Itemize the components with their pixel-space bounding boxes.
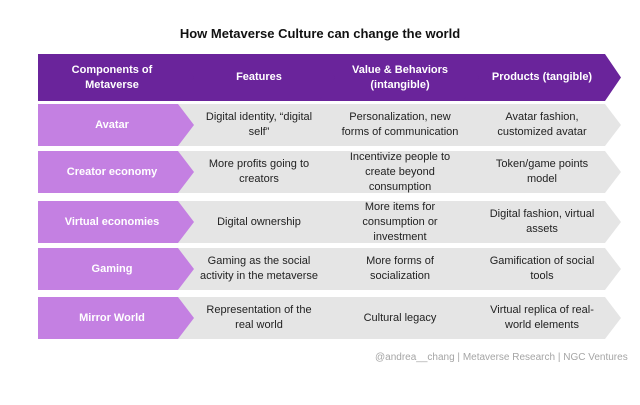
header-cell-0: Components of Metaverse bbox=[38, 54, 200, 101]
row-2-cell-3: Digital fashion, virtual assets bbox=[463, 201, 621, 243]
row-label-4: Mirror World bbox=[38, 297, 200, 339]
row-0-cell-2-text: Personalization, new forms of communicat… bbox=[341, 111, 459, 138]
row-0-cell-2: Personalization, new forms of communicat… bbox=[319, 104, 481, 146]
row-3-cell-2: More forms of socialization bbox=[319, 248, 481, 290]
header-cell-2-text: Value & Behaviors (intangible) bbox=[352, 63, 448, 91]
row-3-cell-2-text: More forms of socialization bbox=[366, 255, 434, 282]
credit-line: @andrea__chang | Metaverse Research | NG… bbox=[375, 352, 628, 363]
row-0-cell-1-text: Digital identity, “digital self” bbox=[205, 111, 313, 138]
row-label-1: Creator economy bbox=[38, 151, 200, 193]
row-4-cell-3: Virtual replica of real-world elements bbox=[463, 297, 621, 339]
row-3-cell-3-text: Gamification of social tools bbox=[489, 255, 595, 282]
row-1-cell-2-text: Incentivize people to create beyond cons… bbox=[349, 150, 451, 193]
row-label-3: Gaming bbox=[38, 248, 200, 290]
row-label-4-text: Mirror World bbox=[79, 311, 145, 324]
row-1-cell-1-text: More profits going to creators bbox=[208, 158, 310, 185]
row-label-0: Avatar bbox=[38, 104, 200, 146]
row-3-cell-3: Gamification of social tools bbox=[463, 248, 621, 290]
row-1-cell-3-text: Token/game points model bbox=[495, 158, 589, 185]
row-4-cell-2: Cultural legacy bbox=[319, 297, 481, 339]
row-4-cell-2-text: Cultural legacy bbox=[363, 311, 437, 324]
row-2-cell-3-text: Digital fashion, virtual assets bbox=[489, 208, 595, 235]
row-2-cell-1-text: Digital ownership bbox=[217, 215, 301, 228]
row-2-cell-2: More items for consumption or investment bbox=[319, 201, 481, 243]
row-3-cell-1: Gaming as the social activity in the met… bbox=[178, 248, 340, 290]
row-label-3-text: Gaming bbox=[91, 262, 133, 275]
row-3-cell-1-text: Gaming as the social activity in the met… bbox=[200, 255, 318, 282]
row-2-cell-1: Digital ownership bbox=[178, 201, 340, 243]
row-0-cell-3-text: Avatar fashion, customized avatar bbox=[497, 111, 587, 138]
header-cell-1-text: Features bbox=[236, 71, 282, 83]
row-4-cell-1: Representation of the real world bbox=[178, 297, 340, 339]
row-label-0-text: Avatar bbox=[95, 118, 129, 131]
header-cell-3-text: Products (tangible) bbox=[491, 71, 593, 83]
header-cell-2: Value & Behaviors (intangible) bbox=[319, 54, 481, 101]
header-cell-0-text: Components of Metaverse bbox=[71, 63, 153, 91]
row-0-cell-3: Avatar fashion, customized avatar bbox=[463, 104, 621, 146]
row-label-1-text: Creator economy bbox=[66, 165, 158, 178]
row-label-2: Virtual economies bbox=[38, 201, 200, 243]
row-label-2-text: Virtual economies bbox=[64, 215, 160, 228]
row-4-cell-1-text: Representation of the real world bbox=[206, 304, 312, 331]
diagram-title: How Metaverse Culture can change the wor… bbox=[179, 26, 461, 41]
row-4-cell-3-text: Virtual replica of real-world elements bbox=[490, 304, 594, 331]
row-2-cell-2-text: More items for consumption or investment bbox=[362, 200, 438, 243]
header-cell-1: Features bbox=[178, 54, 340, 101]
header-cell-3: Products (tangible) bbox=[463, 54, 621, 101]
row-0-cell-1: Digital identity, “digital self” bbox=[178, 104, 340, 146]
row-1-cell-3: Token/game points model bbox=[463, 151, 621, 193]
row-1-cell-2: Incentivize people to create beyond cons… bbox=[319, 151, 481, 193]
row-1-cell-1: More profits going to creators bbox=[178, 151, 340, 193]
